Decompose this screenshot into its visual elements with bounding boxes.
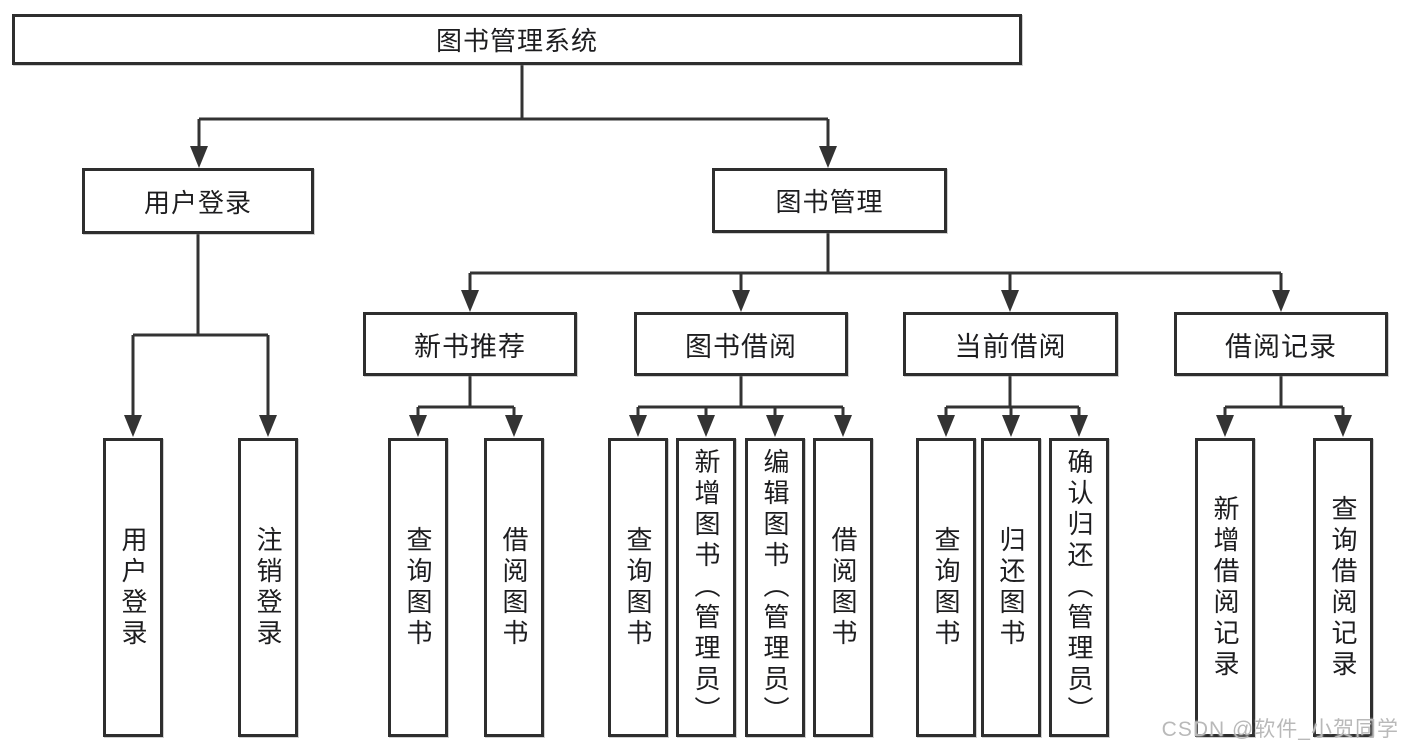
connector-borrowing-records-group	[1223, 376, 1345, 416]
leaf-query-books-borrowing: 查询图书	[608, 438, 668, 737]
arrowheads-level2	[461, 290, 1290, 312]
connector-new-books-group	[416, 376, 516, 416]
node-library-management-system: 图书管理系统	[12, 14, 1022, 65]
node-book-borrowing: 图书借阅	[634, 312, 848, 376]
connector-book-management-to-level2	[468, 233, 1283, 291]
leaf-borrow-books-borrowing: 借阅图书	[813, 438, 873, 737]
arrowheads-level1	[190, 146, 837, 168]
arrowheads-current-borrowing-group	[937, 415, 1088, 437]
node-new-book-recommendation: 新书推荐	[363, 312, 577, 376]
leaf-edit-book-admin: 编辑图书（管理员）	[745, 438, 805, 737]
arrowheads-new-books-group	[409, 415, 523, 437]
arrowheads-book-borrowing-group	[629, 415, 852, 437]
node-user-login: 用户登录	[82, 168, 314, 234]
leaf-add-borrowing-record: 新增借阅记录	[1195, 438, 1255, 737]
leaf-query-borrowing-record: 查询借阅记录	[1313, 438, 1373, 737]
connector-user-login-group	[131, 234, 270, 416]
node-current-borrowing: 当前借阅	[903, 312, 1118, 376]
arrowheads-borrowing-records-group	[1216, 415, 1352, 437]
csdn-watermark: CSDN @软件_小贺同学	[1161, 718, 1399, 741]
connector-root-to-level1	[197, 64, 830, 147]
leaf-borrow-books-newbooks: 借阅图书	[484, 438, 544, 737]
leaf-logout: 注销登录	[238, 438, 298, 737]
arrowheads-user-login-group	[124, 415, 277, 437]
node-borrowing-records: 借阅记录	[1174, 312, 1388, 376]
leaf-add-book-admin: 新增图书（管理员）	[676, 438, 736, 737]
leaf-confirm-return-admin: 确认归还（管理员）	[1049, 438, 1109, 737]
connector-book-borrowing-group	[636, 376, 845, 416]
leaf-query-books-newbooks: 查询图书	[388, 438, 448, 737]
leaf-user-login: 用户登录	[103, 438, 163, 737]
node-book-management: 图书管理	[712, 168, 947, 233]
leaf-return-book: 归还图书	[981, 438, 1041, 737]
connector-current-borrowing-group	[944, 376, 1081, 416]
leaf-query-books-current: 查询图书	[916, 438, 976, 737]
